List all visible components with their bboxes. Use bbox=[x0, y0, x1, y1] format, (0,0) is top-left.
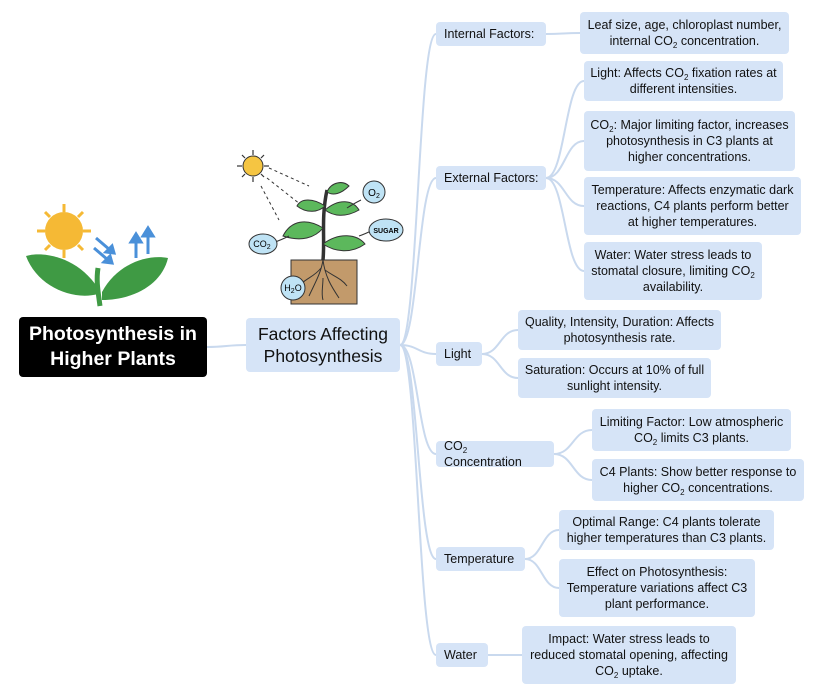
sprout-sun-illustration bbox=[26, 204, 168, 307]
detail-light-quality[interactable]: Quality, Intensity, Duration: Affects ph… bbox=[518, 310, 721, 350]
sun-icon bbox=[37, 204, 91, 258]
detail-temperature-optimal[interactable]: Optimal Range: C4 plants tolerate higher… bbox=[559, 510, 774, 550]
plant-illustration: O2 SUGAR CO2 H2O bbox=[237, 150, 404, 305]
root-title-line2: Higher Plants bbox=[50, 348, 176, 370]
detail-light-saturation[interactable]: Saturation: Occurs at 10% of full sunlig… bbox=[518, 358, 711, 398]
roots-icon bbox=[300, 259, 348, 301]
plant-stem-leaves-icon bbox=[282, 182, 366, 261]
detail-external-co2[interactable]: CO2: Major limiting factor, increases ph… bbox=[584, 111, 795, 171]
detail-external-light[interactable]: Light: Affects CO2 fixation rates at dif… bbox=[584, 61, 783, 101]
branch-water-label: Water bbox=[444, 648, 477, 662]
root-title-line1: Photosynthesis in bbox=[29, 323, 197, 345]
detail-external-temperature[interactable]: Temperature: Affects enzymatic dark reac… bbox=[584, 177, 801, 235]
central-topic[interactable]: Factors Affecting Photosynthesis bbox=[246, 318, 400, 372]
detail-temperature-effect[interactable]: Effect on Photosynthesis: Temperature va… bbox=[559, 559, 755, 617]
sun-icon bbox=[237, 150, 269, 182]
branch-co2-concentration[interactable]: CO2 Concentration bbox=[436, 439, 554, 469]
detail-water-impact[interactable]: Impact: Water stress leads to reduced st… bbox=[522, 626, 736, 684]
blue-arrows-icon bbox=[93, 225, 156, 265]
branch-temperature[interactable]: Temperature bbox=[436, 547, 525, 571]
branch-internal-label: Internal Factors: bbox=[444, 27, 535, 41]
svg-text:CO2: CO2 bbox=[253, 239, 271, 251]
detail-external-water[interactable]: Water: Water stress leads to stomatal cl… bbox=[584, 242, 762, 300]
branch-co2-label: CO2 Concentration bbox=[444, 439, 522, 469]
o2-bubble-icon: O2 bbox=[362, 180, 386, 204]
branch-external-factors[interactable]: External Factors: bbox=[436, 166, 546, 190]
sugar-bubble-icon: SUGAR bbox=[368, 218, 404, 242]
h2o-bubble-icon: H2O bbox=[280, 275, 306, 301]
svg-text:H2O: H2O bbox=[284, 283, 301, 295]
root-node[interactable]: Photosynthesis in Higher Plants bbox=[19, 317, 207, 377]
detail-internal-factors[interactable]: Leaf size, age, chloroplast number, inte… bbox=[580, 12, 789, 54]
branch-external-label: External Factors: bbox=[444, 171, 539, 185]
central-topic-line1: Factors Affecting bbox=[257, 324, 389, 344]
co2-bubble-icon: CO2 bbox=[248, 233, 278, 255]
svg-text:O2: O2 bbox=[368, 188, 380, 200]
branch-temperature-label: Temperature bbox=[444, 552, 515, 566]
detail-co2-limiting[interactable]: Limiting Factor: Low atmospheric CO2 lim… bbox=[592, 409, 791, 451]
svg-text:SUGAR: SUGAR bbox=[373, 228, 398, 235]
branch-light[interactable]: Light bbox=[436, 342, 482, 366]
sprout-icon bbox=[26, 254, 168, 307]
branch-light-label: Light bbox=[444, 347, 472, 361]
detail-co2-c4-plants[interactable]: C4 Plants: Show better response to highe… bbox=[592, 459, 804, 501]
central-topic-line2: Photosynthesis bbox=[263, 346, 383, 366]
branch-internal-factors[interactable]: Internal Factors: bbox=[436, 22, 546, 46]
branch-water[interactable]: Water bbox=[436, 643, 488, 667]
